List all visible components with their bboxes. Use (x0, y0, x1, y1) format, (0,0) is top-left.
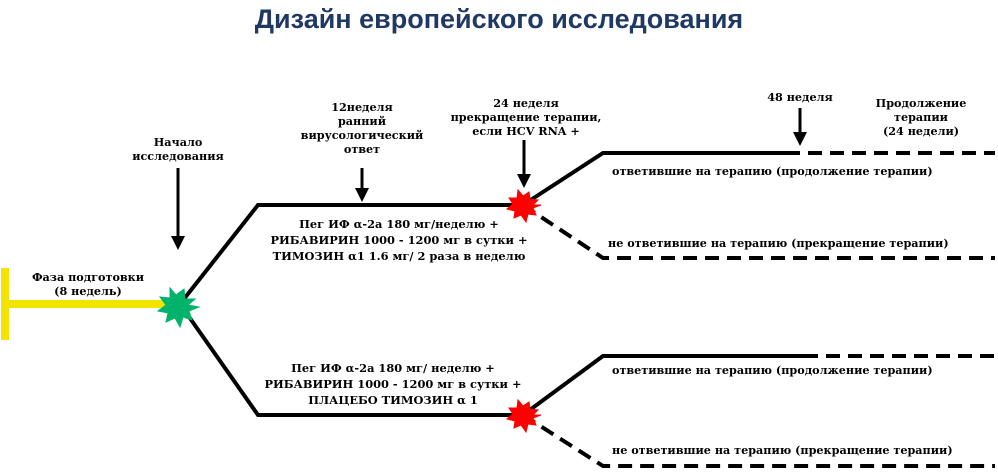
continuation-line-1: Продолжение (875, 96, 967, 110)
week24-arrow (517, 140, 531, 188)
week24-line-1: 24 неделя (493, 96, 559, 110)
week24-line-3: если HCV RNA + (472, 124, 580, 138)
arm1-regimen-line-1: Пег ИФ α-2а 180 мг/неделю + (299, 217, 499, 231)
prep-phase-bar (1, 268, 165, 340)
arm2-regimen: Пег ИФ α-2а 180 мг/ неделю + РИБАВИРИН 1… (228, 360, 558, 408)
arm1-regimen: Пег ИФ α-2а 180 мг/неделю + РИБАВИРИН 10… (234, 216, 564, 264)
arm2-responders-line (521, 354, 818, 417)
arm2-decision-burst-icon (505, 398, 542, 434)
week24-line-2: прекращение терапии, (450, 110, 602, 124)
arm2-nonresponders-dashed (521, 413, 995, 468)
arm2-regimen-line-1: Пег ИФ α-2а 180 мг/ неделю + (291, 361, 495, 375)
arm1-regimen-line-2: РИБАВИРИН 1000 - 1200 мг в сутки + (270, 233, 528, 247)
arm1-nonresponders-dashed (521, 203, 995, 260)
arm2-responders-label: ответившие на терапию (продолжение терап… (612, 363, 933, 377)
week12-arrow (355, 168, 369, 202)
arm1-responders-label: ответившие на терапию (продолжение терап… (612, 164, 933, 178)
arm1-responders-line (521, 151, 800, 207)
arm1-decision-burst-icon (505, 188, 542, 224)
arm2-regimen-line-3: ПЛАЦЕБО ТИМОЗИН α 1 (308, 393, 478, 407)
prep-phase-line-2: (8 недель) (54, 284, 122, 298)
arm1-main-line (178, 203, 523, 306)
arm1-regimen-line-3: ТИМОЗИН α1 1.6 мг/ 2 раза в неделю (272, 249, 526, 263)
week12-line-1: 12неделя (331, 100, 393, 114)
prep-phase-label: Фаза подготовки (8 недель) (22, 270, 154, 298)
study-start-label: Начало исследования (118, 135, 238, 163)
arm2-nonresponders-label: не ответившие на терапию (прекращение те… (612, 443, 953, 457)
continuation-line-2: терапии (894, 110, 948, 124)
study-start-arrow (171, 168, 185, 250)
week48-line-1: 48 неделя (767, 90, 833, 104)
week12-line-3: вирусологический (300, 128, 424, 142)
week24-label: 24 неделя прекращение терапии, если HCV … (440, 96, 612, 138)
arm1-nonresponders-label: не ответившие на терапию (прекращение те… (608, 236, 949, 250)
week12-line-2: ранний (337, 114, 387, 128)
week48-label: 48 неделя (742, 90, 858, 104)
study-start-line-2: исследования (132, 149, 224, 163)
week12-label: 12неделя ранний вирусологический ответ (282, 100, 442, 156)
arm2-regimen-line-2: РИБАВИРИН 1000 - 1200 мг в сутки + (264, 377, 522, 391)
arm2-main-line (178, 302, 523, 417)
start-burst-icon (156, 286, 201, 329)
study-start-line-1: Начало (153, 135, 203, 149)
prep-phase-line-1: Фаза подготовки (31, 270, 145, 284)
continuation-label: Продолжение терапии (24 недели) (858, 96, 984, 138)
continuation-line-3: (24 недели) (882, 124, 960, 138)
page-title: Дизайн европейского исследования (254, 4, 744, 34)
week48-arrow (793, 108, 807, 146)
week12-line-4: ответ (343, 142, 381, 156)
